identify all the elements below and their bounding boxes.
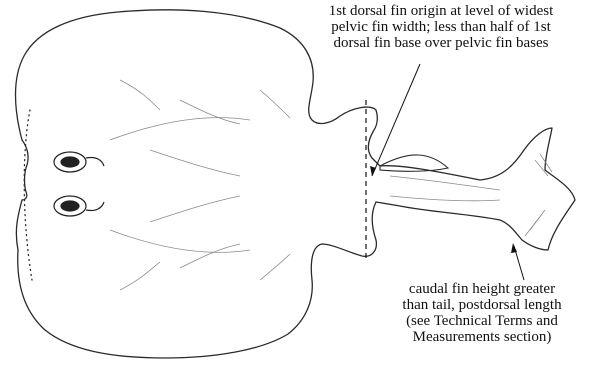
dorsal-fin-annotation: 1st dorsal fin origin at level of widest…: [296, 3, 586, 51]
caudal-fin-annotation: caudal fin height greater than tail, pos…: [378, 281, 586, 345]
disc-margin-dots: [24, 110, 32, 280]
dorsal-fin: [380, 155, 448, 171]
eyes: [54, 152, 104, 216]
caudal-leader-arrowhead: [511, 243, 517, 253]
body-shading: [110, 80, 552, 290]
